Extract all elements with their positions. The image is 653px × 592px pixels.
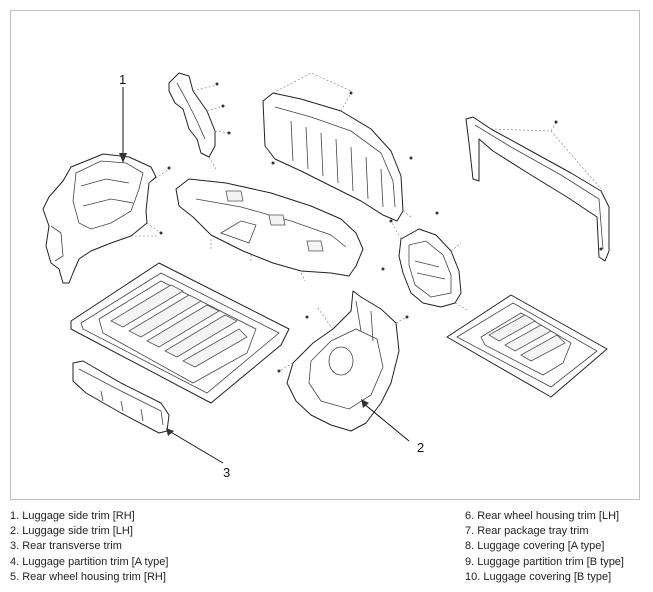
- pillar-bracket-part: [168, 72, 231, 172]
- diagram-frame: 1 2 3: [10, 10, 640, 500]
- legend-item-10: 10. Luggage covering [B type]: [465, 570, 612, 583]
- luggage-partition-trim-a-part: [175, 178, 364, 282]
- rear-package-tray-trim-part: [465, 116, 610, 262]
- luggage-side-trim-lh-part: [277, 290, 409, 432]
- legend-right-column: 6. Rear wheel housing trim [LH] 7. Rear …: [465, 509, 624, 585]
- callout-1-label: 1: [119, 72, 127, 87]
- luggage-covering-b-part: [446, 294, 608, 398]
- legend-item-2: 2. Luggage side trim [LH]: [10, 525, 133, 538]
- callout-2-leader: [362, 402, 410, 442]
- callout-2-label: 2: [417, 440, 425, 455]
- legend-item-6: 6. Rear wheel housing trim [LH]: [465, 510, 620, 522]
- legend-item-9: 9. Luggage partition trim [B type]: [465, 555, 624, 568]
- legend-item-7: 7. Rear package tray trim: [465, 525, 589, 538]
- luggage-covering-a-part: [70, 262, 290, 404]
- luggage-partition-trim-b-part: [262, 72, 413, 222]
- callout-3-leader: [168, 430, 224, 464]
- legend-item-3: 3. Rear transverse trim: [10, 540, 122, 553]
- legend-item-1: 1. Luggage side trim [RH]: [10, 510, 135, 522]
- legend-left-column: 1. Luggage side trim [RH] 2. Luggage sid…: [10, 509, 168, 585]
- legend-item-5: 5. Rear wheel housing trim [RH]: [10, 570, 166, 583]
- rear-wheel-housing-trim-rh-part: [381, 211, 470, 312]
- legend-item-4: 4. Luggage partition trim [A type]: [10, 555, 169, 568]
- exploded-parts-diagram: [42, 72, 610, 464]
- callout-3-label: 3: [223, 465, 231, 480]
- luggage-side-trim-rh-part: [42, 153, 171, 284]
- legend-item-8: 8. Luggage covering [A type]: [465, 540, 605, 553]
